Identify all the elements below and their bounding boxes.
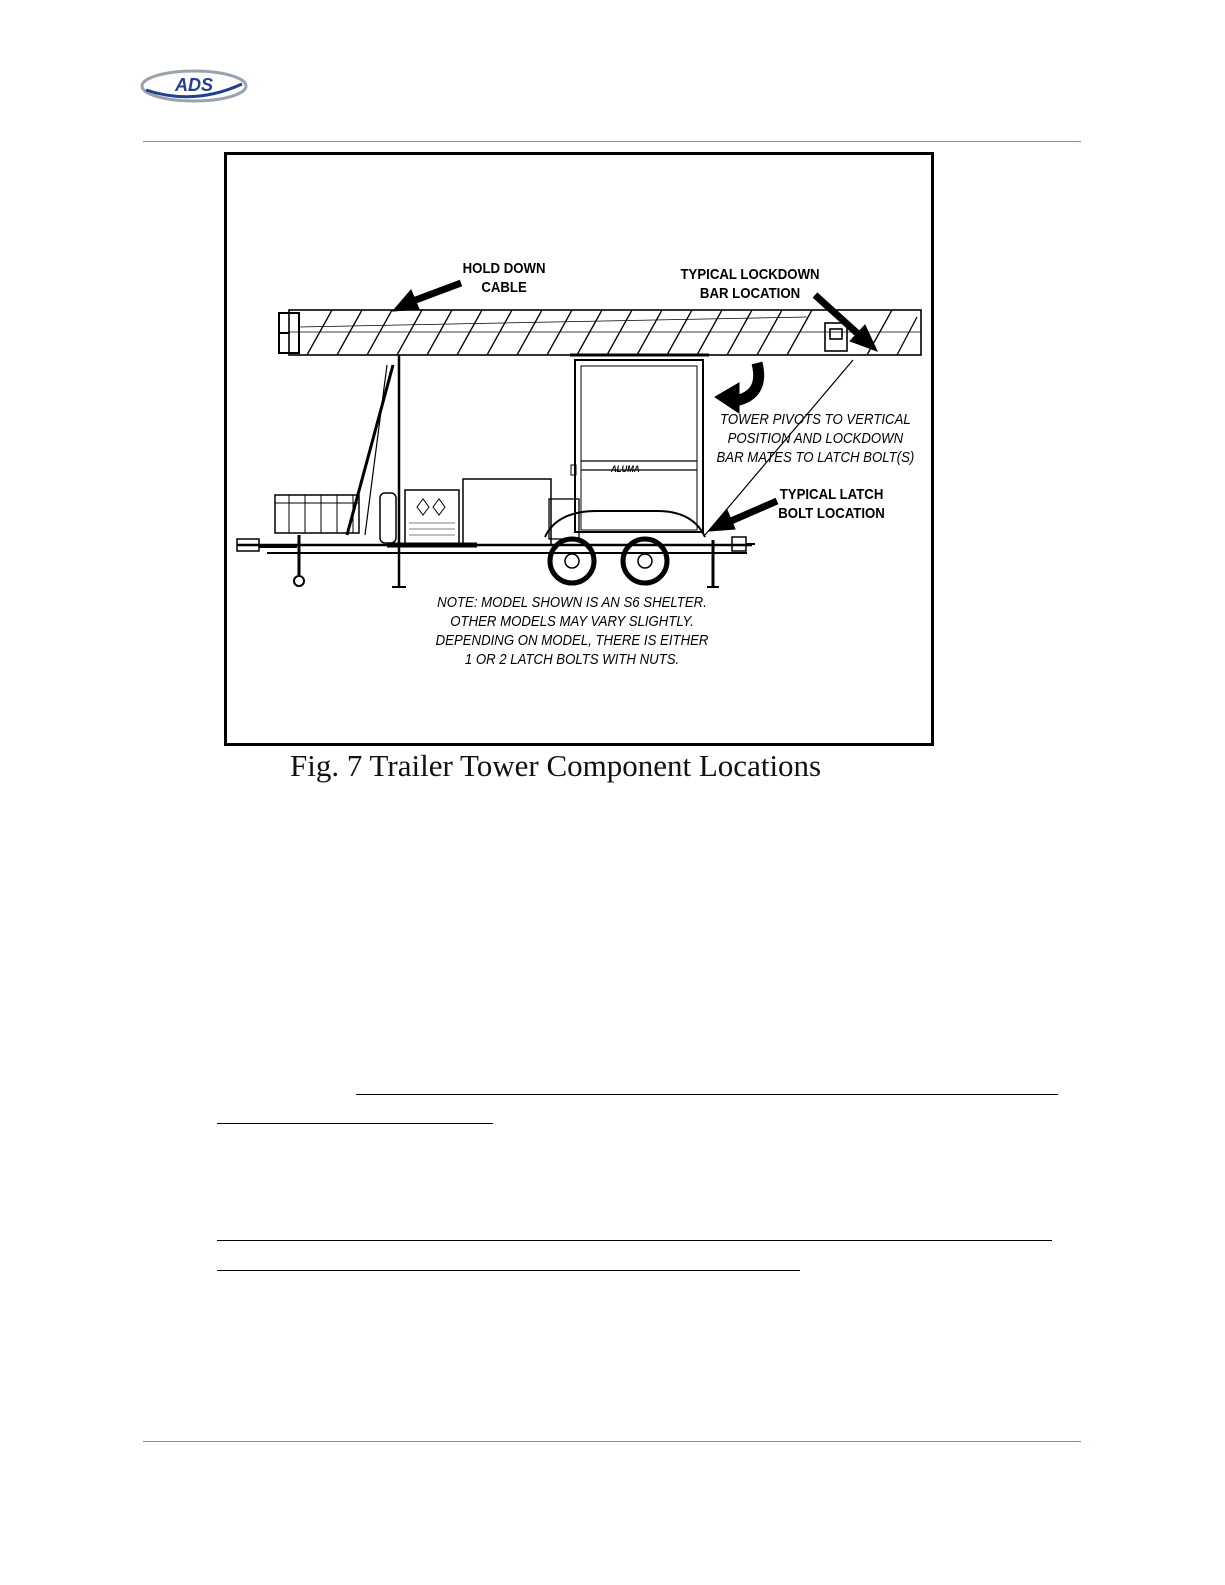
ads-logo-graphic: ADS (140, 69, 248, 103)
label-lockdown: TYPICAL LOCKDOWN BAR LOCATION (680, 265, 819, 303)
label-hold-down-line1: HOLD DOWN (462, 260, 546, 277)
figure-note-line3: DEPENDING ON MODEL, THERE IS EITHER (435, 632, 709, 649)
label-pivot: TOWER PIVOTS TO VERTICAL POSITION AND LO… (716, 410, 914, 467)
blank-line-2 (217, 1123, 493, 1124)
figure-note-line1: NOTE: MODEL SHOWN IS AN S6 SHELTER. (437, 594, 707, 611)
hold-down-cable-line (704, 359, 854, 536)
label-latch-line2: BOLT LOCATION (778, 505, 885, 522)
figure-note: NOTE: MODEL SHOWN IS AN S6 SHELTER. OTHE… (436, 593, 709, 669)
shelter-brand: ALUMA (610, 464, 640, 474)
ads-logo: ADS (140, 68, 248, 104)
blank-line-3 (217, 1240, 1052, 1241)
header-rule (143, 141, 1081, 142)
label-pivot-line1: TOWER PIVOTS TO VERTICAL (720, 411, 911, 428)
generator (404, 489, 460, 545)
trailer-tower-drawing (236, 279, 922, 588)
blank-line-4 (217, 1270, 800, 1271)
label-lockdown-line2: BAR LOCATION (699, 285, 801, 302)
blank-line-1 (356, 1094, 1058, 1095)
figure-note-line4: 1 OR 2 LATCH BOLTS WITH NUTS. (464, 651, 680, 668)
footer-rule (143, 1441, 1081, 1442)
label-hold-down: HOLD DOWN CABLE (463, 259, 546, 297)
wheel-rear (620, 536, 670, 586)
label-hold-down-line2: CABLE (481, 279, 527, 296)
label-latch-line1: TYPICAL LATCH (779, 486, 884, 503)
tower-mast (288, 309, 922, 356)
wheel-front (547, 536, 597, 586)
fender (544, 510, 706, 538)
figure-note-line2: OTHER MODELS MAY VARY SLIGHTLY. (450, 613, 694, 630)
label-latch: TYPICAL LATCH BOLT LOCATION (778, 485, 885, 523)
shelter (574, 359, 704, 533)
lockdown-bar (824, 322, 848, 352)
equipment-box (462, 478, 552, 546)
label-pivot-line2: POSITION AND LOCKDOWN (727, 430, 904, 447)
figure-frame: HOLD DOWN CABLE TYPICAL LOCKDOWN BAR LOC… (224, 152, 934, 746)
label-lockdown-line1: TYPICAL LOCKDOWN (680, 266, 820, 283)
logo-text: ADS (174, 75, 213, 95)
label-pivot-line3: BAR MATES TO LATCH BOLT(S) (716, 449, 915, 466)
figure-caption: Fig. 7 Trailer Tower Component Locations (290, 748, 822, 783)
